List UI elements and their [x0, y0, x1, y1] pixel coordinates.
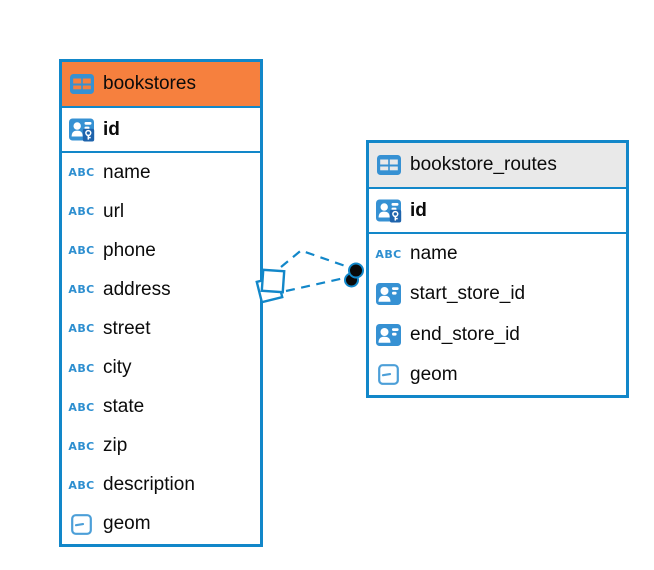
column-row-geom[interactable]: geom — [369, 355, 626, 395]
table-header[interactable]: bookstores — [62, 62, 260, 108]
primary-key-icon — [68, 118, 95, 142]
column-row-name[interactable]: ABC name — [62, 153, 260, 192]
geometry-icon — [375, 364, 402, 386]
column-name: address — [103, 278, 171, 300]
column-list: ABC name ABC url ABC phone ABC address A… — [62, 153, 260, 544]
column-row-start_store_id[interactable]: start_store_id — [369, 274, 626, 314]
reference-icon — [375, 283, 402, 306]
column-row-end_store_id[interactable]: end_store_id — [369, 315, 626, 355]
column-row-description[interactable]: ABC description — [62, 466, 260, 505]
column-name: description — [103, 474, 195, 496]
column-name: zip — [103, 435, 128, 457]
reference-icon — [375, 323, 402, 346]
column-row-id[interactable]: id — [62, 108, 260, 153]
table-icon — [68, 74, 95, 94]
text-abc-icon: ABC — [375, 247, 402, 261]
column-name: name — [103, 161, 151, 183]
column-row-name[interactable]: ABC name — [369, 234, 626, 274]
column-name: end_store_id — [410, 323, 520, 345]
column-name: name — [410, 243, 458, 265]
relationship-target-marker — [344, 262, 364, 288]
table-icon — [375, 155, 402, 175]
table-bookstore-routes[interactable]: bookstore_routes id ABC name start_store… — [366, 140, 629, 398]
column-name: geom — [410, 363, 458, 385]
column-name: id — [103, 118, 120, 140]
column-row-phone[interactable]: ABC phone — [62, 231, 260, 270]
column-row-geom[interactable]: geom — [62, 505, 260, 544]
text-abc-icon: ABC — [68, 478, 95, 492]
relationship-line-1[interactable] — [280, 249, 352, 270]
text-abc-icon: ABC — [68, 439, 95, 453]
column-row-url[interactable]: ABC url — [62, 192, 260, 231]
column-row-city[interactable]: ABC city — [62, 348, 260, 387]
column-name: phone — [103, 239, 156, 261]
column-name: state — [103, 396, 145, 418]
column-row-id[interactable]: id — [369, 189, 626, 234]
column-list: ABC name start_store_id end_store_id ge — [369, 234, 626, 395]
column-name: url — [103, 200, 125, 222]
text-abc-icon: ABC — [68, 244, 95, 258]
column-row-street[interactable]: ABC street — [62, 309, 260, 348]
text-abc-icon: ABC — [68, 361, 95, 375]
text-abc-icon: ABC — [68, 322, 95, 336]
column-row-address[interactable]: ABC address — [62, 270, 260, 309]
column-row-zip[interactable]: ABC zip — [62, 427, 260, 466]
column-name: start_store_id — [410, 283, 526, 305]
primary-key-icon — [375, 199, 402, 223]
column-name: street — [103, 317, 151, 339]
column-name: geom — [103, 513, 151, 535]
table-title: bookstores — [103, 73, 196, 94]
column-name: id — [410, 199, 427, 221]
text-abc-icon: ABC — [68, 283, 95, 297]
text-abc-icon: ABC — [68, 205, 95, 219]
table-title: bookstore_routes — [410, 154, 557, 175]
text-abc-icon: ABC — [68, 166, 95, 180]
column-row-state[interactable]: ABC state — [62, 388, 260, 427]
column-name: city — [103, 357, 132, 379]
table-bookstores[interactable]: bookstores id ABC name ABC url ABC phon — [59, 59, 263, 547]
geometry-icon — [68, 513, 95, 535]
text-abc-icon: ABC — [68, 400, 95, 414]
relationship-line-2[interactable] — [285, 275, 350, 293]
table-header[interactable]: bookstore_routes — [369, 143, 626, 189]
